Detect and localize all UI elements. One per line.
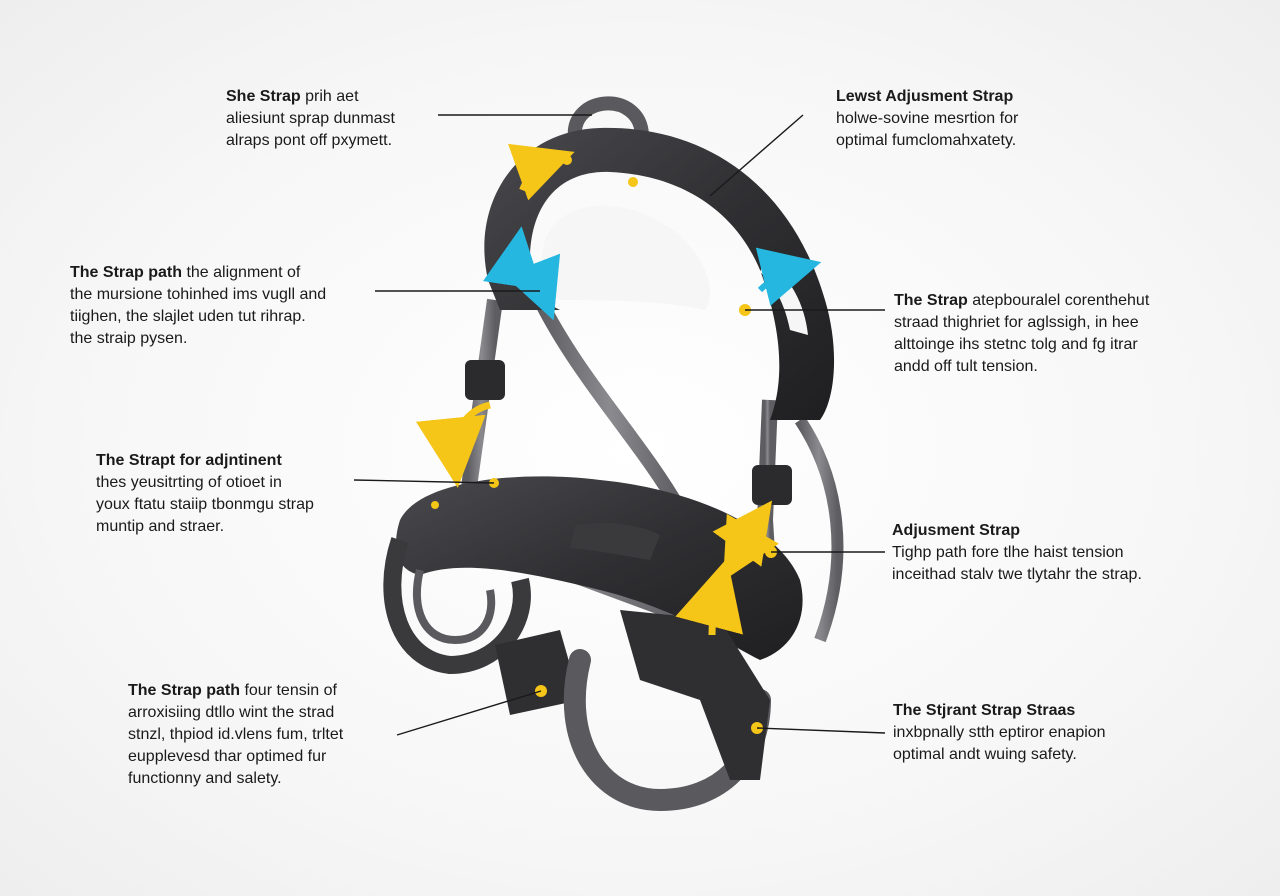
callout-title: She Strap: [226, 88, 306, 105]
left-upper-buckle: [465, 360, 505, 400]
right-leg-buckle: [620, 610, 770, 780]
callout-line: arroxisiing dtllo wint the strad: [128, 704, 335, 721]
callout-title: The Strap path: [128, 682, 245, 699]
callout-line: the mursione tohinhed ims vugll and: [70, 286, 327, 303]
callout-title: Adjusment Strap: [892, 522, 1021, 539]
callout-line: inxbpnally stth eptiror enapion: [893, 724, 1106, 741]
callout-top-right: Lewst Adjusment Strap holwe-sovine mesrt…: [836, 86, 1116, 152]
callout-line: prih aet: [305, 88, 359, 105]
callout-line: andd off tult tension.: [894, 358, 1038, 375]
callout-line: holwe-sovine mesrtion for: [836, 110, 1019, 127]
upper-shell: [484, 127, 835, 421]
adjustment-arrows: [416, 143, 822, 636]
waist-belt-pad: [570, 523, 660, 560]
leader-lines: [353, 114, 886, 736]
callout-line: the alignment of: [186, 264, 301, 281]
callout-line: Tighp path fore tlhe haist tension: [892, 544, 1124, 561]
callout-mid-right-2: Adjusment Strap Tighp path fore tlhe hai…: [892, 520, 1222, 586]
front-buckle-block: [495, 630, 580, 715]
callout-line: functionny and salety.: [128, 770, 282, 787]
callout-line: muntip and straer.: [96, 518, 225, 535]
callout-line: eupplevesd thar optimed fur: [128, 748, 327, 765]
callout-line: atepbouralel corenthehut: [972, 292, 1150, 309]
callout-mid-left-1: The Strap path the alignment of the murs…: [70, 262, 380, 350]
callout-line: straad thighriet for aglssigh, in hee: [894, 314, 1139, 331]
callout-line: tiighen, the slajlet uden tut rihrap.: [70, 308, 306, 325]
waist-belt: [396, 476, 803, 660]
grab-loop: [567, 96, 649, 145]
callout-line: youx ftatu staiip tbonmgu strap: [96, 496, 314, 513]
callout-title: The Stjrant Strap Straas: [893, 702, 1076, 719]
callout-title: The Strap path: [70, 264, 187, 281]
callout-line: aliesiunt sprap dunmast: [226, 110, 395, 127]
callout-mid-right-1: The Strap atepbouralel corenthehut straa…: [894, 290, 1224, 378]
left-leg-loop: [383, 537, 531, 675]
callout-title: The Strapt for adjntinent: [96, 452, 282, 469]
callout-line: thes yeusitrting of otioet in: [96, 474, 282, 491]
right-upper-buckle: [752, 465, 792, 505]
callout-line: alraps pont off pxymett.: [226, 132, 393, 149]
callout-line: four tensin of: [244, 682, 337, 699]
callout-title: Lewst Adjusment Strap: [836, 88, 1014, 105]
callout-line: optimal andt wuing safety.: [893, 746, 1077, 763]
callout-title: The Strap: [894, 292, 973, 309]
callout-line: alttoinge ihs stetnc tolg and fg itrar: [894, 336, 1138, 353]
callout-bottom-left: The Strap path four tensin of arroxisiin…: [128, 680, 408, 790]
callout-line: the straip pysen.: [70, 330, 188, 347]
callout-bottom-right: The Stjrant Strap Straas inxbpnally stth…: [893, 700, 1193, 766]
callout-top-left: She Strap prih aet aliesiunt sprap dunma…: [226, 86, 446, 152]
left-leg-loop-inner: [412, 569, 496, 645]
callout-line: inceithad stalv twe tlytahr the strap.: [892, 566, 1142, 583]
callout-line: optimal fumclomahxatety.: [836, 132, 1017, 149]
upper-shell-slot: [541, 205, 711, 310]
callout-line: stnzl, thpiod id.vlens fum, trltet: [128, 726, 344, 743]
callout-mid-left-2: The Strapt for adjntinent thes yeusitrti…: [96, 450, 366, 538]
